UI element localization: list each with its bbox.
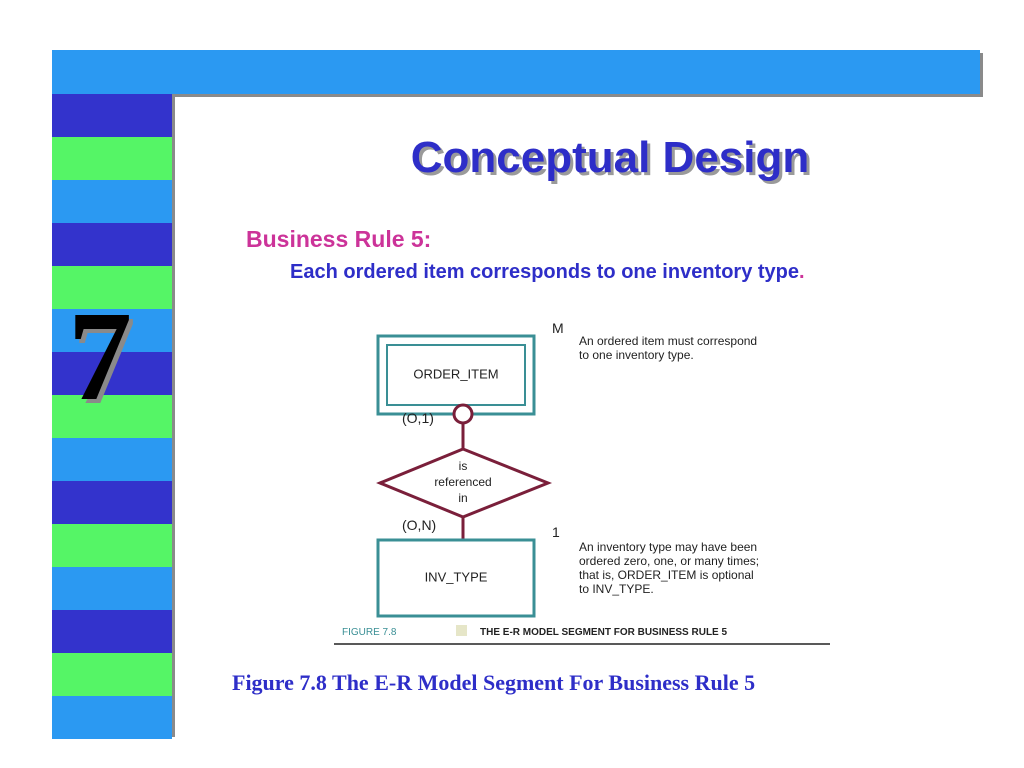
business-rule-text: Each ordered item corresponds to one inv…	[290, 261, 805, 284]
stripe	[52, 653, 172, 696]
business-rule-label: Business Rule 5:	[246, 226, 432, 252]
note-bottom: An inventory type may have been ordered …	[579, 540, 759, 596]
stripe	[52, 266, 172, 309]
stripe	[52, 180, 172, 223]
optionality-circle	[452, 403, 474, 425]
cardinality-bottom: 1	[552, 524, 560, 540]
entity-inv-type: INV_TYPE	[376, 538, 536, 618]
entity-inv-type-label: INV_TYPE	[425, 569, 488, 584]
relationship-is-referenced-in: is referenced in	[376, 447, 553, 519]
stripe	[52, 481, 172, 524]
participation-bottom: (O,N)	[402, 517, 436, 533]
note-top-line: to one inventory type.	[579, 348, 694, 362]
business-rule-sentence: Each ordered item corresponds to one inv…	[290, 261, 800, 283]
relationship-label-3: in	[458, 491, 467, 505]
stripe	[52, 94, 172, 137]
note-bottom-line: that is, ORDER_ITEM is optional	[579, 568, 754, 582]
note-bottom-line: ordered zero, one, or many times;	[579, 554, 759, 568]
stripe	[52, 309, 172, 352]
note-top: An ordered item must correspond to one i…	[579, 334, 757, 362]
note-top-line: An ordered item must correspond	[579, 334, 757, 348]
stripe	[52, 567, 172, 610]
participation-top: (O,1)	[402, 410, 434, 426]
note-bottom-line: An inventory type may have been	[579, 540, 757, 554]
entity-order-item-label: ORDER_ITEM	[413, 366, 498, 381]
figure-label: FIGURE 7.8 THE E-R MODEL SEGMENT FOR BUS…	[334, 625, 830, 645]
relationship-label-1: is	[459, 459, 468, 473]
stripe	[52, 524, 172, 567]
side-stripes	[52, 94, 172, 739]
stripe	[52, 696, 172, 739]
er-diagram: ORDER_ITEM M (O,1) is referenced in (O,N…	[334, 320, 830, 645]
figure-number: FIGURE 7.8	[342, 627, 397, 638]
figure-title: THE E-R MODEL SEGMENT FOR BUSINESS RULE …	[480, 627, 727, 638]
stripe	[52, 137, 172, 180]
stripe	[52, 438, 172, 481]
figure-label-swatch	[456, 625, 467, 636]
stripe	[52, 395, 172, 438]
business-rule-period: .	[799, 261, 805, 283]
figure-caption: Figure 7.8 The E-R Model Segment For Bus…	[232, 670, 756, 695]
stripe	[52, 223, 172, 266]
stripe	[52, 610, 172, 653]
relationship-label-2: referenced	[434, 475, 491, 489]
slide-title: Conceptual Design	[410, 133, 810, 182]
note-bottom-line: to INV_TYPE.	[579, 582, 654, 596]
top-bar	[52, 50, 980, 94]
stripe	[52, 352, 172, 395]
cardinality-top: M	[552, 320, 564, 336]
chapter-number: 7	[68, 285, 132, 427]
entity-order-item: ORDER_ITEM	[376, 334, 536, 416]
